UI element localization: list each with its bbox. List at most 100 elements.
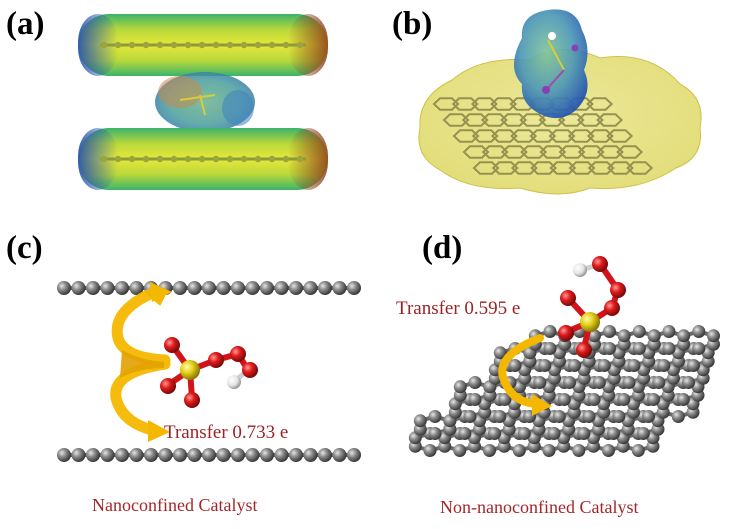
panel-b-graphic bbox=[418, 9, 702, 195]
carbon-atom bbox=[687, 359, 700, 372]
panel-b-molecule-surface bbox=[514, 9, 588, 119]
panel-d-caption: Non-nanoconfined Catalyst bbox=[440, 497, 639, 517]
carbon-atom bbox=[173, 281, 187, 295]
carbon-atom bbox=[198, 155, 206, 163]
panel-d-graphic bbox=[408, 256, 720, 457]
carbon-atom bbox=[100, 448, 115, 462]
carbon-atom bbox=[707, 329, 720, 343]
carbon-atom bbox=[662, 342, 676, 355]
hex-ring bbox=[539, 145, 567, 159]
carbon-atom bbox=[144, 448, 158, 462]
carbon-atom bbox=[468, 393, 482, 406]
carbon-atom bbox=[100, 281, 115, 295]
hex-ring bbox=[557, 113, 585, 127]
carbon-atom bbox=[245, 448, 260, 462]
carbon-atom bbox=[428, 410, 442, 423]
hex-ring bbox=[616, 145, 644, 159]
carbon-atom bbox=[597, 359, 611, 372]
carbon-atom bbox=[100, 155, 108, 163]
carbon-atom bbox=[156, 155, 164, 163]
carbon-atom bbox=[318, 448, 332, 462]
hex-ring bbox=[490, 97, 518, 111]
carbon-atom bbox=[170, 155, 178, 163]
carbon-atom bbox=[115, 281, 129, 295]
carbon-atom bbox=[488, 427, 501, 440]
carbon-atom bbox=[508, 359, 522, 372]
carbon-atom bbox=[547, 427, 561, 440]
carbon-atom bbox=[428, 427, 442, 440]
hex-ring bbox=[432, 97, 460, 111]
hex-ring bbox=[587, 161, 615, 175]
hex-ring bbox=[558, 145, 586, 159]
hex-ring bbox=[481, 145, 509, 159]
carbon-atom bbox=[71, 448, 86, 462]
hex-ring bbox=[519, 113, 547, 127]
carbon-atom bbox=[552, 410, 566, 423]
carbon-atom bbox=[538, 359, 552, 372]
carbon-atom bbox=[692, 342, 706, 355]
carbon-atom bbox=[114, 41, 122, 49]
carbon-atom bbox=[303, 281, 318, 295]
carbon-atom bbox=[198, 41, 206, 49]
carbon-atom bbox=[642, 410, 655, 423]
carbon-atom bbox=[57, 281, 71, 295]
hex-ring bbox=[472, 161, 500, 175]
panel-d-transfer-arrow bbox=[498, 334, 552, 416]
carbon-atom bbox=[607, 427, 620, 440]
carbon-atom bbox=[129, 448, 144, 462]
carbon-atom bbox=[603, 325, 616, 338]
carbon-atom bbox=[129, 281, 144, 295]
panel-c-caption: Nanoconfined Catalyst bbox=[92, 495, 258, 515]
carbon-atom bbox=[114, 155, 122, 163]
carbon-atom bbox=[647, 393, 660, 406]
panel-c-top-carbon-layer bbox=[57, 281, 361, 295]
hex-ring bbox=[452, 129, 480, 143]
hex-ring bbox=[586, 97, 614, 111]
carbon-atom bbox=[274, 448, 289, 462]
carbon-atom bbox=[289, 448, 303, 462]
carbon-atom bbox=[254, 155, 262, 163]
carbon-atom bbox=[582, 410, 596, 423]
hex-ring bbox=[626, 161, 654, 175]
carbon-atom bbox=[512, 444, 526, 457]
carbon-atom bbox=[245, 281, 260, 295]
carbon-atom bbox=[517, 427, 531, 440]
carbon-atom bbox=[212, 41, 220, 49]
carbon-atom bbox=[483, 444, 496, 457]
hex-ring bbox=[462, 145, 490, 159]
panel-label-c: (c) bbox=[6, 230, 43, 266]
carbon-atom bbox=[57, 448, 71, 462]
carbon-atom bbox=[453, 380, 467, 394]
carbon-atom bbox=[71, 281, 86, 295]
hex-ring bbox=[461, 113, 489, 127]
carbon-atom bbox=[187, 448, 202, 462]
carbon-atom bbox=[542, 444, 556, 457]
carbon-atom bbox=[647, 329, 661, 343]
carbon-atom bbox=[631, 444, 645, 457]
carbon-atom bbox=[498, 393, 512, 406]
hex-ring bbox=[480, 113, 508, 127]
carbon-atom bbox=[588, 329, 601, 343]
carbon-atom bbox=[568, 359, 581, 372]
panel-a-top-layer bbox=[78, 14, 328, 76]
panel-label-d: (d) bbox=[422, 230, 463, 266]
panel-c-transfer-label: Transfer 0.733 e bbox=[164, 422, 289, 443]
carbon-atom bbox=[226, 41, 234, 49]
carbon-atom bbox=[282, 41, 290, 49]
carbon-atom bbox=[652, 376, 666, 389]
hex-ring bbox=[606, 161, 634, 175]
carbon-atom bbox=[423, 444, 437, 457]
carbon-atom bbox=[671, 410, 685, 423]
carbon-atom bbox=[347, 448, 361, 462]
carbon-atom bbox=[156, 41, 164, 49]
carbon-atom bbox=[128, 41, 136, 49]
carbon-atom bbox=[332, 281, 347, 295]
carbon-atom bbox=[184, 41, 192, 49]
carbon-atom bbox=[86, 281, 100, 295]
hex-ring bbox=[491, 161, 519, 175]
carbon-atom bbox=[468, 376, 482, 389]
carbon-atom bbox=[260, 448, 274, 462]
carbon-atom bbox=[231, 448, 245, 462]
